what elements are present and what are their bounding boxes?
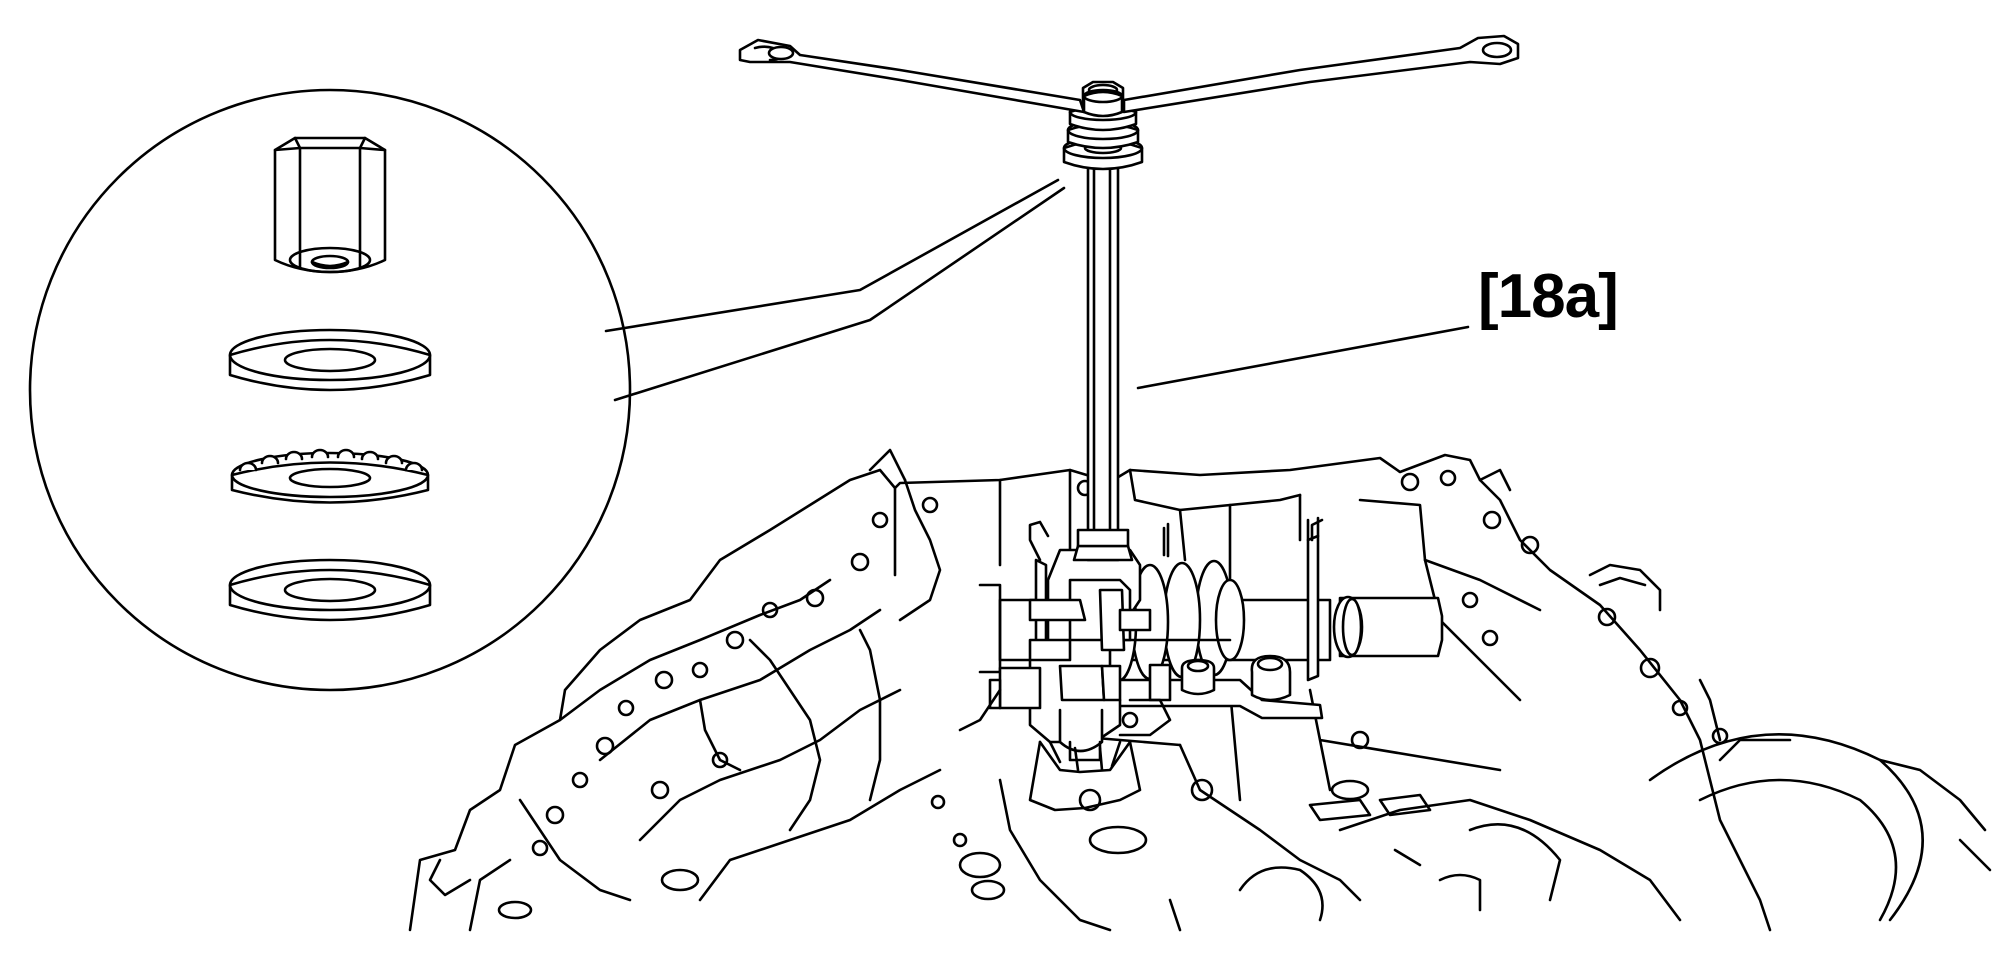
nut-icon	[273, 136, 387, 274]
shift-mechanism	[958, 516, 1444, 812]
serrated-lock-washer-icon	[230, 448, 430, 504]
flange-holes	[531, 469, 1729, 857]
callout-leader	[1136, 325, 1470, 390]
flat-washer-icon-2	[228, 558, 432, 622]
callout-label-18a: [18a]	[1478, 262, 1619, 331]
shift-shaft	[1072, 148, 1134, 562]
detail-magnifier	[28, 88, 1066, 692]
wrench-tool	[738, 34, 1520, 118]
flat-washer-icon	[228, 328, 432, 392]
